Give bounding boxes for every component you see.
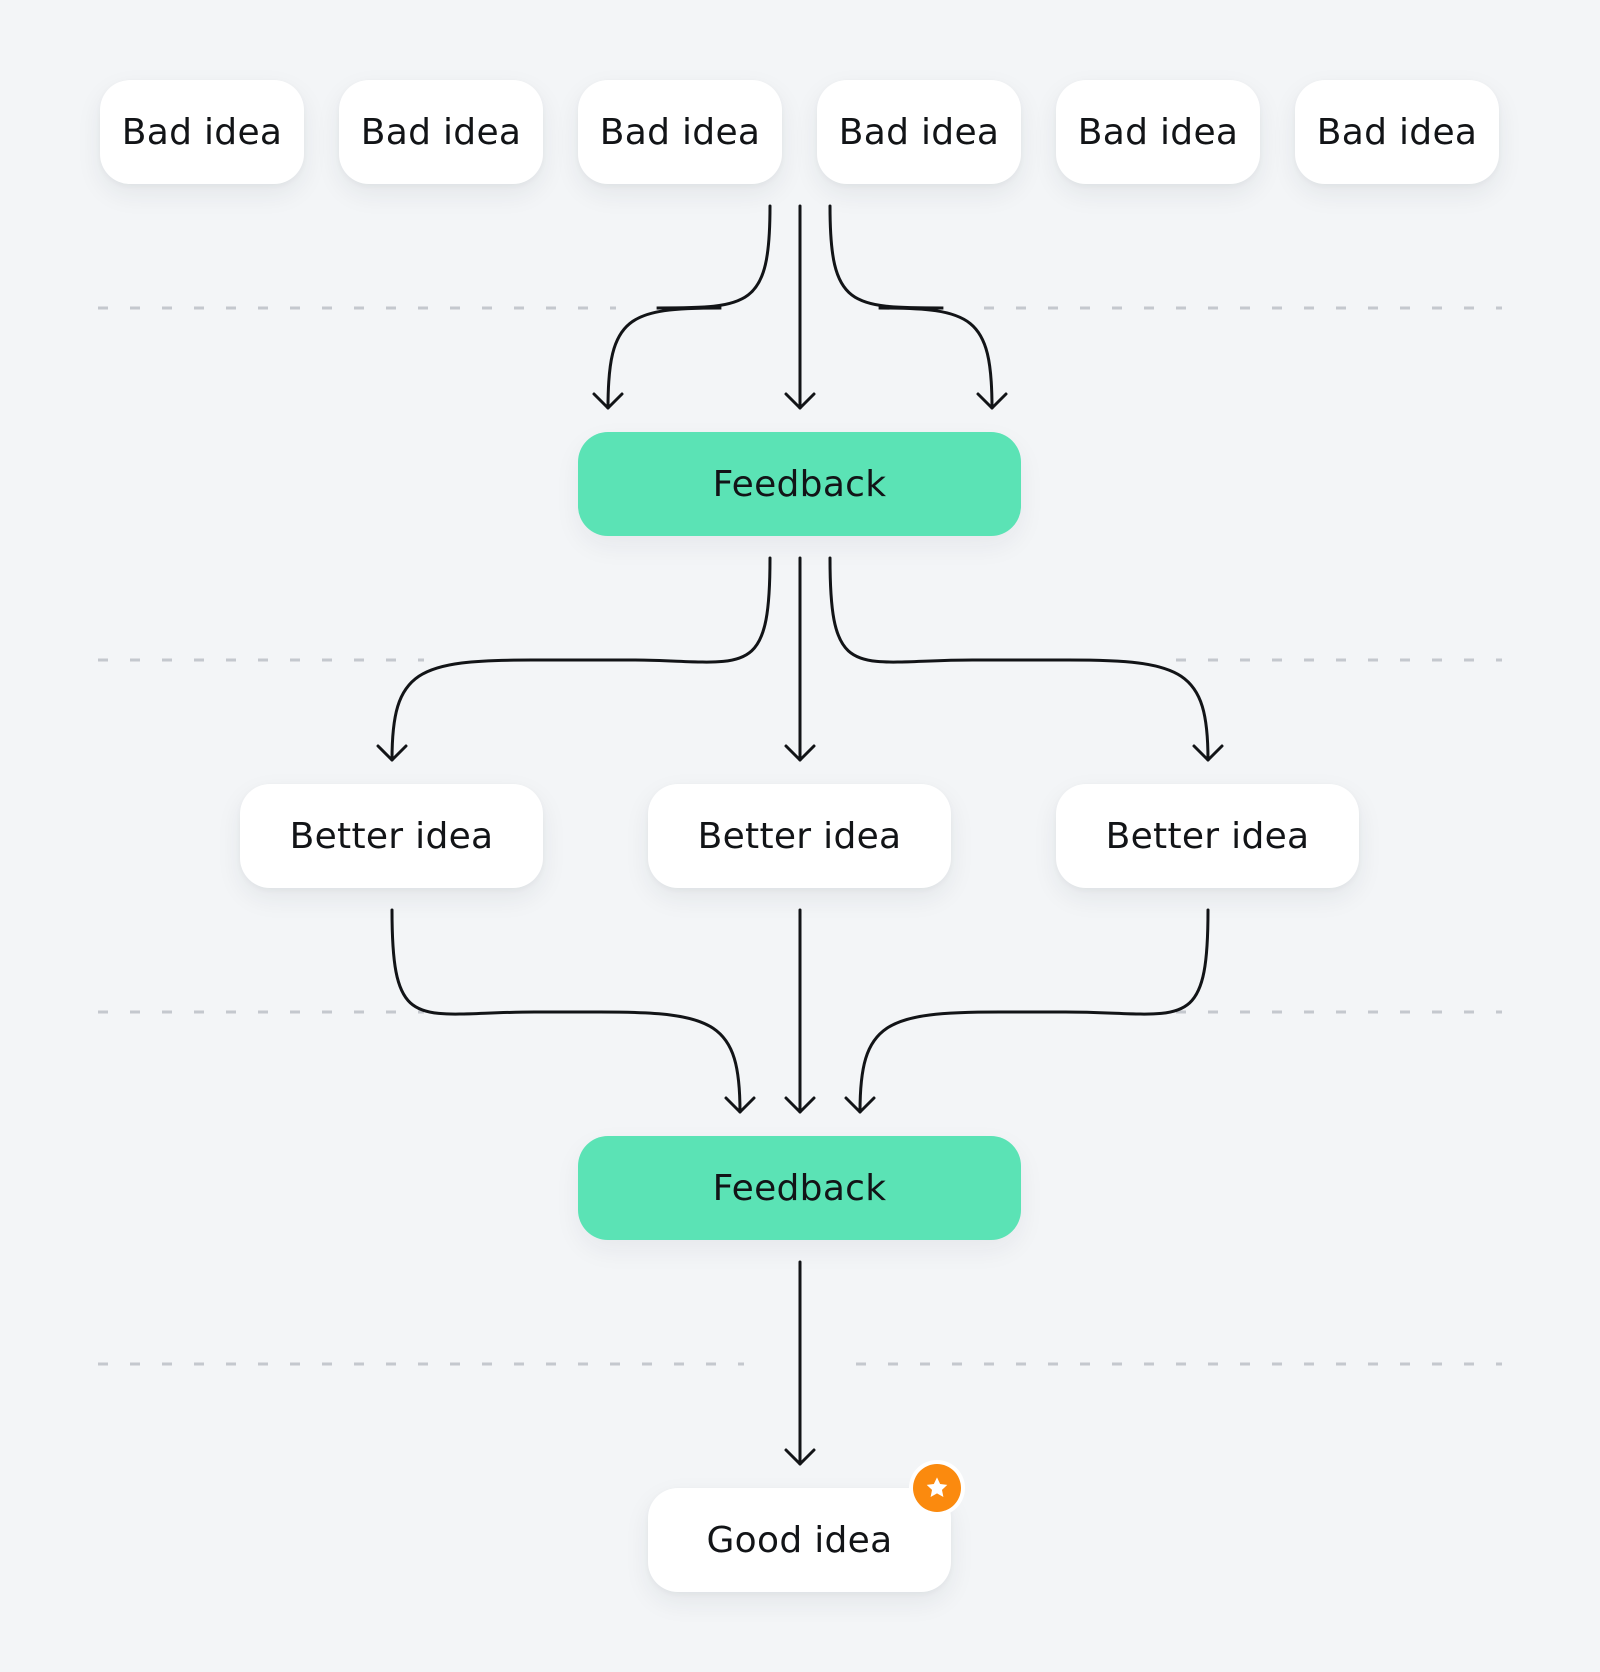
- connector-arrow-4: [390, 556, 772, 762]
- connector-arrow-6: [828, 556, 1210, 762]
- arrowhead-5: [784, 744, 816, 762]
- bad-idea-box-3: Bad idea: [578, 80, 782, 184]
- star-badge: [913, 1464, 961, 1512]
- bad-idea-box-5: Bad idea: [1056, 80, 1260, 184]
- arrowhead-9: [844, 1096, 876, 1114]
- arrowhead-1: [592, 392, 624, 410]
- feedback-label-2: Feedback: [712, 1167, 887, 1209]
- bad-idea-label-4: Bad idea: [838, 111, 1000, 153]
- better-idea-label-1: Better idea: [289, 815, 494, 857]
- arrowhead-8: [784, 1096, 816, 1114]
- bad-idea-label-2: Bad idea: [360, 111, 522, 153]
- better-idea-label-2: Better idea: [697, 815, 902, 857]
- bad-idea-box-4: Bad idea: [817, 80, 1021, 184]
- star-icon: [926, 1477, 948, 1497]
- better-idea-box-3: Better idea: [1056, 784, 1359, 888]
- better-idea-box-1: Better idea: [240, 784, 543, 888]
- connector-arrow-3: [828, 204, 994, 410]
- arrowhead-7: [724, 1096, 756, 1114]
- good-idea-label: Good idea: [706, 1519, 893, 1561]
- better-idea-label-3: Better idea: [1105, 815, 1310, 857]
- arrowhead-6: [1192, 744, 1224, 762]
- arrowhead-10: [784, 1448, 816, 1466]
- bad-idea-box-1: Bad idea: [100, 80, 304, 184]
- bad-idea-label-6: Bad idea: [1316, 111, 1478, 153]
- better-idea-box-2: Better idea: [648, 784, 951, 888]
- bad-idea-box-6: Bad idea: [1295, 80, 1499, 184]
- feedback-box-2: Feedback: [578, 1136, 1021, 1240]
- arrowhead-4: [376, 744, 408, 762]
- bad-idea-label-5: Bad idea: [1077, 111, 1239, 153]
- feedback-label-1: Feedback: [712, 463, 887, 505]
- connector-arrow-1: [606, 204, 772, 410]
- dashed-dividers: [98, 306, 1502, 1366]
- arrowhead-3: [976, 392, 1008, 410]
- bad-idea-label-3: Bad idea: [599, 111, 761, 153]
- bad-idea-box-2: Bad idea: [339, 80, 543, 184]
- good-idea-box: Good idea: [648, 1488, 951, 1592]
- feedback-box-1: Feedback: [578, 432, 1021, 536]
- connector-arrow-9: [858, 908, 1210, 1114]
- bad-idea-label-1: Bad idea: [121, 111, 283, 153]
- connector-arrow-7: [390, 908, 742, 1114]
- arrows: [376, 204, 1224, 1466]
- arrowhead-2: [784, 392, 816, 410]
